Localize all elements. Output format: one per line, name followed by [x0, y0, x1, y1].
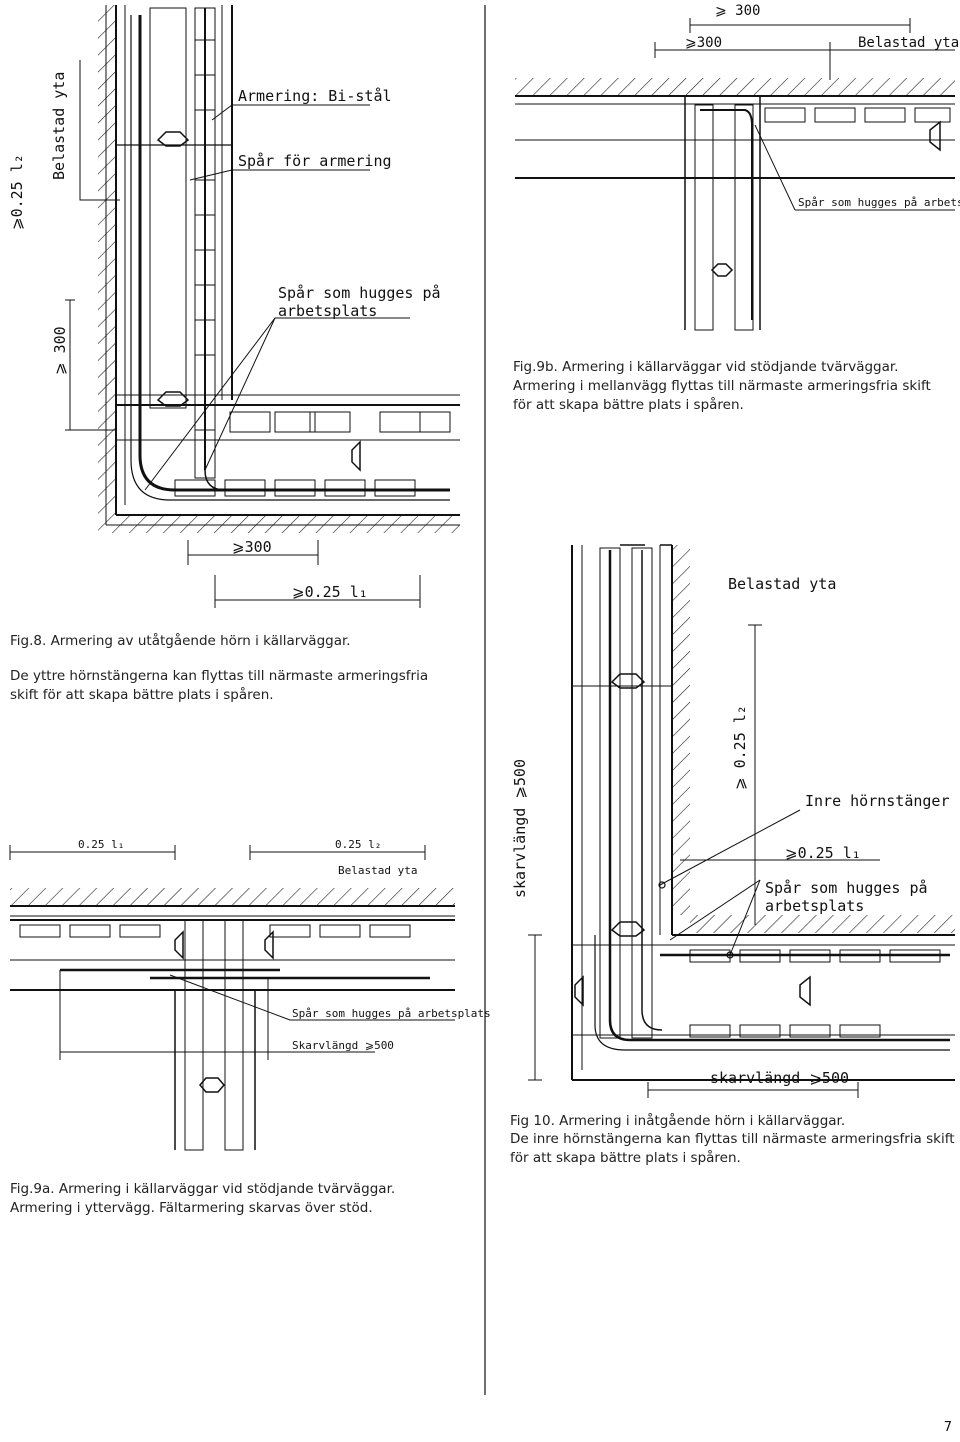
fig10-label-spar-1: Spår som hugges på — [765, 879, 928, 897]
fig8-dim-300-horizontal: ⩾300 — [232, 538, 272, 556]
fig9a-drawing — [9, 845, 455, 1151]
fig8-dim-l1: ⩾0.25 l₁ — [292, 583, 368, 601]
fig8-dim-300-vertical: ⩾ 300 — [51, 326, 69, 375]
fig9b-dim-300-second: ⩾300 — [685, 35, 722, 51]
fig10-dim-l2: ⩾ 0.25 l₂ — [731, 705, 749, 790]
fig8-caption-body: De yttre hörnstängerna kan flyttas till … — [10, 668, 429, 703]
fig9b-label-belastad: Belastad yta — [858, 35, 959, 51]
fig9a-caption: Fig.9a. Armering i källarväggar vid stöd… — [10, 1181, 396, 1216]
fig9b-drawing — [515, 18, 955, 331]
fig10-dim-l1: ⩾0.25 l₁ — [785, 844, 861, 862]
fig9b-dim-300-top: ⩾ 300 — [715, 3, 760, 19]
fig8-label-armering: Armering: Bi-stål — [238, 87, 392, 105]
fig8-caption-title: Fig.8. Armering av utåtgående hörn i käl… — [10, 633, 351, 649]
fig9b-caption: Fig.9b. Armering i källarväggar vid stöd… — [513, 359, 931, 413]
fig10-label-spar-2: arbetsplats — [765, 897, 864, 915]
fig10-dim-skarv-horizontal: skarvlängd ⩾500 — [710, 1069, 849, 1087]
page-number: 7 — [943, 1420, 952, 1435]
fig10-label-inre: Inre hörnstänger — [805, 792, 950, 810]
fig10-dim-skarv-vertical: skarvlängd ⩾500 — [511, 759, 529, 898]
fig8-dim-l2: ⩾0.25 l₂ — [8, 154, 26, 230]
fig10-caption-body: De inre hörnstängerna kan flyttas till n… — [510, 1131, 955, 1166]
fig9a-dim-l2: 0.25 l₂ — [335, 838, 381, 851]
fig8-label-spar-armering: Spår för armering — [238, 152, 392, 170]
fig9a-dim-l1: 0.25 l₁ — [78, 838, 124, 851]
fig8-label-spar-hugges-1: Spår som hugges på — [278, 284, 441, 302]
fig9b-label-spar: Spår som hugges på arbetsplats — [798, 196, 960, 209]
fig10-drawing — [528, 544, 955, 1098]
fig8-label-belastad: Belastad yta — [50, 72, 68, 180]
fig9a-label-belastad: Belastad yta — [338, 864, 417, 877]
fig8-label-spar-hugges-2: arbetsplats — [278, 302, 377, 320]
fig10-label-belastad: Belastad yta — [728, 575, 836, 593]
fig10-caption-title: Fig 10. Armering i inåtgående hörn i käl… — [510, 1113, 846, 1129]
fig9a-label-spar: Spår som hugges på arbetsplats — [292, 1007, 491, 1020]
fig9a-label-skarv: Skarvlängd ⩾500 — [292, 1039, 394, 1052]
fig8-drawing — [65, 5, 460, 608]
